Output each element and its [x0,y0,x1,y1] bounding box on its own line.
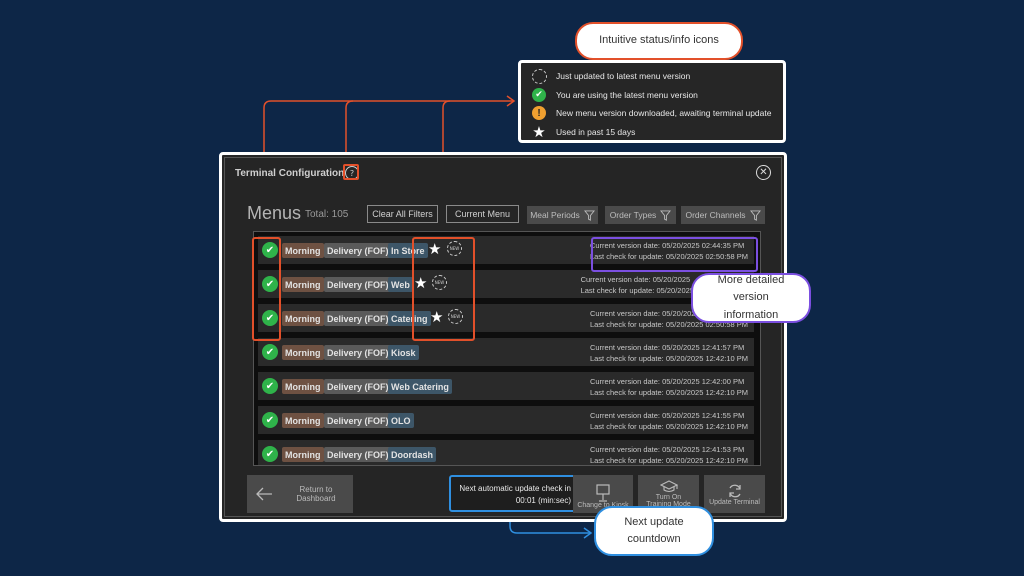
callout-countdown: Next update countdown [594,506,714,556]
menu-list[interactable]: ✔ Morning Delivery (FOF) In Store ★ NEW … [253,231,761,466]
version-info: Current version date: 05/20/2025 Last ch… [580,275,694,295]
green-check-icon: ✔ [262,378,278,394]
order-type-tag: Delivery (FOF) [324,311,392,326]
order-type-tag: Delivery (FOF) [324,277,392,292]
green-check-icon: ✔ [531,87,547,103]
refresh-icon [728,484,741,497]
star-icon: ★ [532,123,546,141]
meal-tag: Morning [282,243,324,258]
channel-tag: Web [388,277,413,292]
order-type-tag: Delivery (FOF) [324,413,392,428]
meal-periods-filter[interactable]: Meal Periods [527,206,598,224]
status-column-highlight [252,237,281,341]
version-info: Current version date: 05/20/2025 12:41:5… [589,445,748,465]
connector-arrowhead [506,95,516,107]
callout-version-info: More detailed version information [691,273,811,323]
green-check-icon: ✔ [262,412,278,428]
meal-tag: Morning [282,345,324,360]
menu-row[interactable]: ✔ Morning Delivery (FOF) Doordash Curren… [258,440,754,465]
kiosk-icon [596,483,610,502]
star-icon: ★ [428,240,442,258]
filter-icon [749,209,761,221]
version-info: Current version date: 05/20/2025 12:41:5… [589,343,748,363]
new-badge-icon [531,68,547,84]
update-countdown: Next automatic update check in 00:01 (mi… [449,475,581,512]
meal-tag: Morning [282,277,324,292]
menu-row[interactable]: ✔ Morning Delivery (FOF) In Store ★ NEW … [258,236,754,264]
badges-column-highlight [412,237,475,341]
green-check-icon: ✔ [262,344,278,360]
menu-row[interactable]: ✔ Morning Delivery (FOF) Web ★ NEW Curre… [258,270,754,298]
legend-item: ★ Used in past 15 days [532,123,636,141]
channel-tag: In Store [388,243,428,258]
order-channels-filter[interactable]: Order Channels [681,206,765,224]
filter-icon [660,209,672,221]
new-badge-icon: NEW [432,275,447,290]
callout-status-icons: Intuitive status/info icons [575,22,743,60]
total-count: Total: 105 [305,209,349,220]
channel-tag: Catering [388,311,431,326]
legend-item: ✔ You are using the latest menu version [531,86,783,105]
new-badge-icon: NEW [448,309,463,324]
channel-tag: OLO [388,413,414,428]
version-info: Current version date: 05/20/2025 12:41:5… [589,411,748,431]
order-type-tag: Delivery (FOF) [324,447,392,462]
menu-row[interactable]: ✔ Morning Delivery (FOF) Web Catering Cu… [258,372,754,400]
current-menu-button[interactable]: Current Menu [446,205,519,223]
star-icon: ★ [430,308,444,326]
window-title: Terminal Configuration [235,168,345,179]
channel-tag: Doordash [388,447,437,462]
meal-tag: Morning [282,379,324,394]
filter-icon [583,209,595,221]
menu-row[interactable]: ✔ Morning Delivery (FOF) Catering ★ NEW … [258,304,754,332]
return-to-dashboard-button[interactable]: Return to Dashboard [247,475,353,513]
terminal-configuration-window: Terminal Configuration ? ✕ Menus Total: … [219,152,787,522]
menu-row[interactable]: ✔ Morning Delivery (FOF) Kiosk Current v… [258,338,754,366]
green-check-icon: ✔ [262,310,278,326]
channel-tag: Kiosk [388,345,419,360]
meal-tag: Morning [282,447,324,462]
order-type-tag: Delivery (FOF) [324,243,392,258]
legend-item: ! New menu version downloaded, awaiting … [531,104,783,123]
meal-tag: Morning [282,413,324,428]
version-info: Current version date: 05/20/2025 12:42:0… [589,377,748,397]
close-icon[interactable]: ✕ [756,165,771,180]
arrow-left-icon [256,487,272,501]
star-icon: ★ [414,274,428,292]
green-check-icon: ✔ [262,276,278,292]
green-check-icon: ✔ [262,242,278,258]
new-badge-icon: NEW [447,241,462,256]
clear-all-filters-button[interactable]: Clear All Filters [367,205,438,223]
update-terminal-button[interactable]: Update Terminal [704,475,765,513]
version-info-highlight [591,237,758,272]
meal-tag: Morning [282,311,324,326]
legend-item: Just updated to latest menu version [531,67,783,86]
menu-row[interactable]: ✔ Morning Delivery (FOF) OLO Current ver… [258,406,754,434]
version-info: Current version date: 05/20/2025 Last ch… [589,309,748,329]
orange-exclamation-icon: ! [531,105,547,121]
green-check-icon: ✔ [262,446,278,462]
help-icon-highlight [343,164,359,180]
version-info: Current version date: 05/20/2025 02:44:3… [589,241,748,261]
channel-tag: Web Catering [388,379,452,394]
order-type-tag: Delivery (FOF) [324,345,392,360]
graduation-cap-icon [659,480,678,493]
order-type-tag: Delivery (FOF) [324,379,392,394]
status-legend: Just updated to latest menu version ✔ Yo… [518,60,786,143]
page-title: Menus [247,203,302,223]
order-types-filter[interactable]: Order Types [605,206,676,224]
